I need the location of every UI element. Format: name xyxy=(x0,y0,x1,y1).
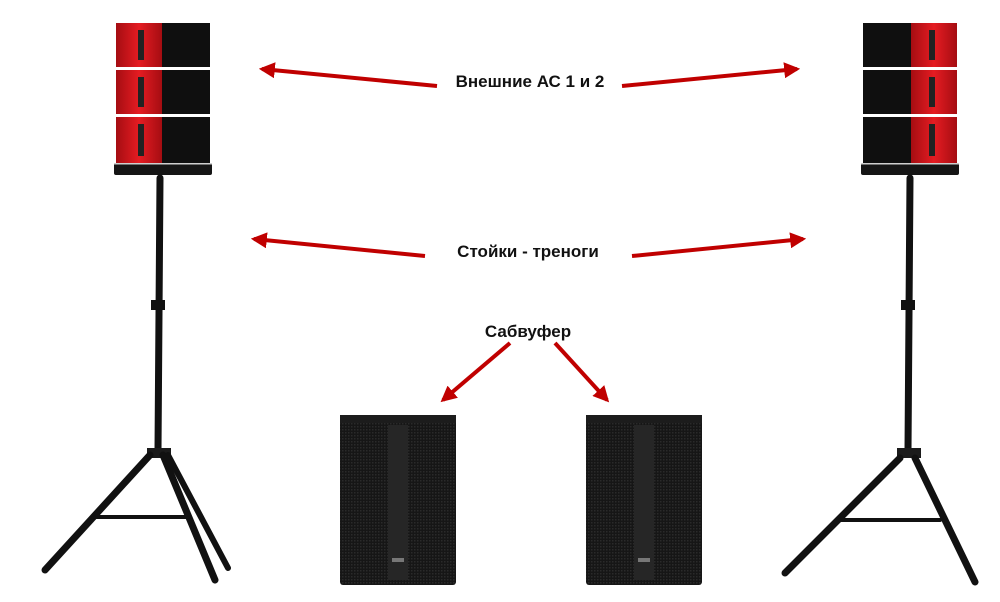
left-satellite-module xyxy=(116,117,210,163)
left-subwoofer xyxy=(340,415,456,585)
right-satellite-module xyxy=(863,117,957,163)
left-satellite-module xyxy=(116,70,210,114)
right-subwoofer xyxy=(586,415,702,585)
arrow-satellite-left xyxy=(258,62,438,88)
arrow-sub-left xyxy=(440,341,512,403)
label-subwoofer: Сабвуфер xyxy=(484,322,572,341)
right-satellite-module xyxy=(863,23,957,67)
right-satellite-module xyxy=(863,70,957,114)
label-satellites: Внешние АС 1 и 2 xyxy=(455,72,605,91)
right-tripod-stand xyxy=(781,174,979,586)
left-satellite-base xyxy=(114,163,212,175)
arrow-sub-right xyxy=(553,341,610,403)
left-satellite-module xyxy=(116,23,210,67)
arrow-stand-right xyxy=(631,232,807,258)
label-stands: Стойки - треноги xyxy=(457,242,599,261)
arrow-satellite-right xyxy=(621,62,801,88)
right-satellite-base xyxy=(861,163,959,175)
arrow-stand-left xyxy=(250,232,426,258)
left-tripod-stand xyxy=(41,174,231,584)
right-satellite-stack xyxy=(861,23,959,175)
left-satellite-stack xyxy=(114,23,212,175)
